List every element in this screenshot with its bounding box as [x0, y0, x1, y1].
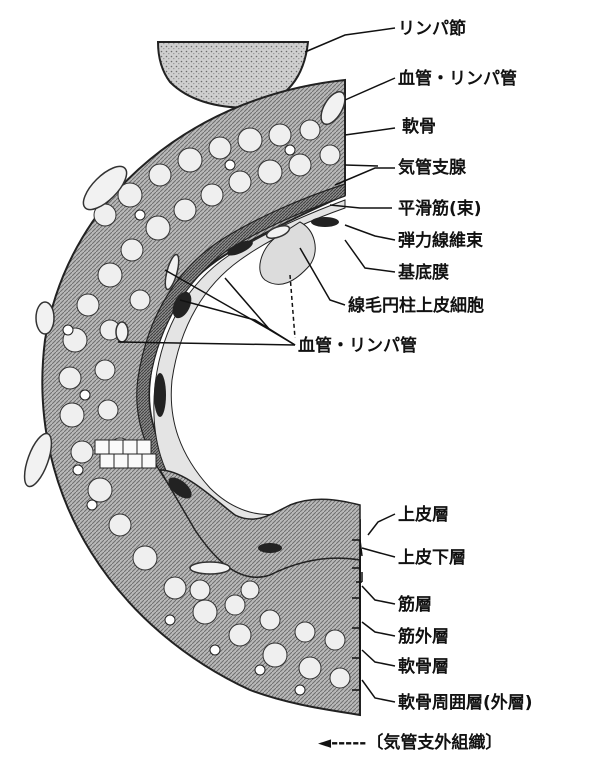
label-cartilage-layer: 軟骨層 — [398, 656, 449, 677]
label-blood-lymph-vessel-mid: 血管・リンパ管 — [298, 335, 417, 356]
label-muscle-layer: 筋層 — [397, 594, 432, 615]
label-basement-membrane: 基底膜 — [397, 262, 449, 283]
label-outer-muscle-layer: 筋外層 — [397, 626, 449, 647]
label-ciliated-epithelium: 線毛円柱上皮細胞 — [348, 295, 484, 316]
label-cartilage: 軟骨 — [402, 116, 436, 137]
label-smooth-muscle: 平滑筋(束) — [398, 198, 482, 219]
label-epithelial-layer: 上皮層 — [398, 504, 449, 525]
label-pericartilage-layer: 軟骨周囲層(外層) — [398, 692, 533, 713]
label-bronchial-gland: 気管支腺 — [397, 157, 467, 178]
epithelial-cells — [95, 440, 156, 468]
label-blood-lymph-vessel-top: 血管・リンパ管 — [398, 68, 517, 89]
label-lymph-node: リンパ節 — [398, 18, 466, 39]
label-elastic-fiber: 弾力線維束 — [398, 230, 483, 251]
label-subepithelial-layer: 上皮下層 — [398, 547, 466, 568]
label-extrabronchial-tissue: ◄-----〔気管支外組織〕 — [318, 732, 502, 753]
